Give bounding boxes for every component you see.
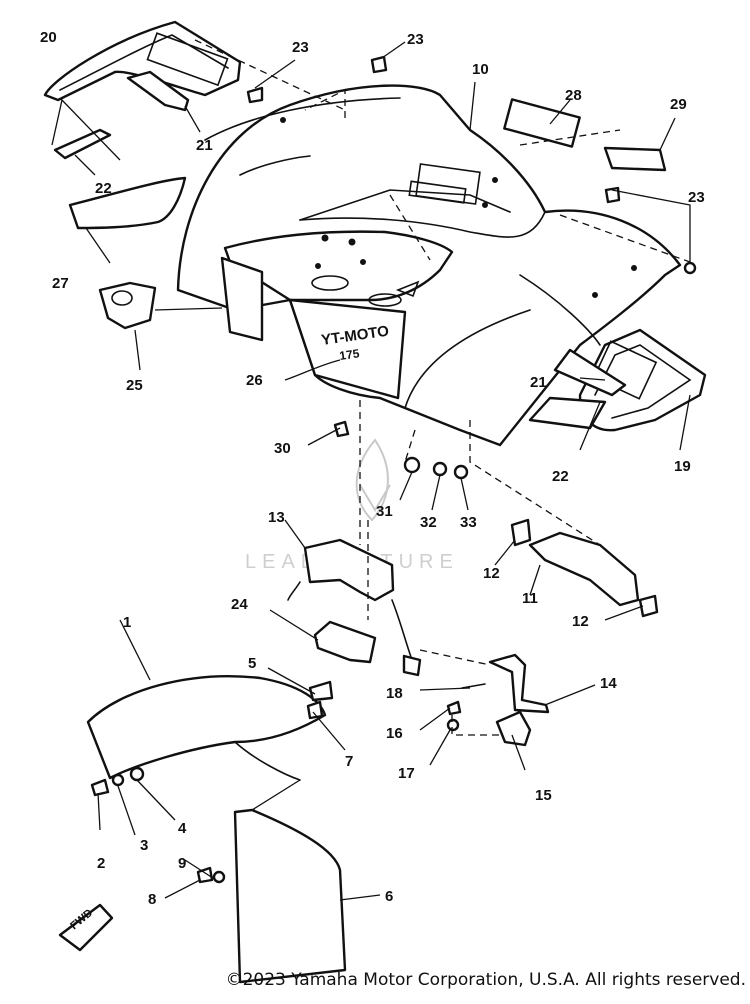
small-parts-30-33 bbox=[333, 420, 469, 480]
washer-3 bbox=[111, 773, 125, 787]
callout-8: 8 bbox=[148, 891, 156, 908]
callout-28: 28 bbox=[565, 87, 582, 104]
callout-13: 13 bbox=[268, 509, 285, 526]
front-mudguard-1 bbox=[86, 675, 327, 780]
callout-5: 5 bbox=[248, 655, 256, 672]
callout-16: 16 bbox=[386, 725, 403, 742]
screw-7 bbox=[306, 700, 324, 720]
callout-15: 15 bbox=[535, 787, 552, 804]
copyright-notice: ©2023 Yamaha Motor Corporation, U.S.A. A… bbox=[225, 970, 746, 990]
callout-22b: 22 bbox=[552, 468, 569, 485]
collar-12a bbox=[510, 518, 532, 547]
dashed-guides bbox=[194, 39, 691, 736]
callout-30: 30 bbox=[274, 440, 291, 457]
callout-10: 10 bbox=[472, 61, 489, 78]
callout-14: 14 bbox=[600, 675, 617, 692]
callout-9: 9 bbox=[178, 855, 186, 872]
mud-flap-6 bbox=[233, 808, 347, 984]
leader-lines bbox=[51, 41, 691, 901]
rear-fender bbox=[176, 84, 682, 447]
bracket-21-right bbox=[553, 348, 627, 397]
bracket-14 bbox=[488, 653, 550, 714]
stay-11 bbox=[528, 531, 640, 607]
bracket-21-left bbox=[126, 70, 190, 112]
callout-4: 4 bbox=[178, 820, 187, 837]
decal-28 bbox=[503, 98, 581, 148]
callout-18: 18 bbox=[386, 685, 403, 702]
callout-labels: 1 2 3 4 5 6 7 8 9 10 11 12 12 13 14 15 1… bbox=[40, 29, 705, 908]
callout-1: 1 bbox=[123, 614, 131, 631]
callout-22a: 22 bbox=[95, 180, 112, 197]
callout-31: 31 bbox=[376, 503, 393, 520]
callout-6: 6 bbox=[385, 888, 393, 905]
nut-5 bbox=[308, 680, 334, 702]
taillight-25 bbox=[98, 281, 157, 330]
callout-7: 7 bbox=[345, 753, 353, 770]
callout-2: 2 bbox=[97, 855, 105, 872]
fwd-arrow-icon: FWD bbox=[58, 903, 114, 952]
callout-24: 24 bbox=[231, 596, 248, 613]
reflector-15 bbox=[495, 710, 532, 747]
screws-23 bbox=[246, 55, 697, 275]
callout-21b: 21 bbox=[530, 374, 547, 391]
collar-12b bbox=[638, 594, 659, 618]
bolt-18 bbox=[461, 683, 486, 689]
grommet-4 bbox=[129, 766, 145, 782]
callout-32: 32 bbox=[420, 514, 437, 531]
washer-17 bbox=[446, 718, 460, 732]
callout-20: 20 bbox=[40, 29, 57, 46]
decal-27 bbox=[68, 176, 187, 230]
callout-3: 3 bbox=[140, 837, 148, 854]
bracket-13 bbox=[303, 538, 395, 602]
callout-19: 19 bbox=[674, 458, 691, 475]
cushion-24 bbox=[313, 620, 377, 664]
callout-11: 11 bbox=[522, 590, 538, 607]
decal-29 bbox=[603, 146, 667, 172]
fender-decal-sub: 175 bbox=[338, 346, 360, 363]
callout-17: 17 bbox=[398, 765, 415, 782]
callout-23b: 23 bbox=[407, 31, 424, 48]
callout-27: 27 bbox=[52, 275, 69, 292]
callout-23c: 23 bbox=[688, 189, 705, 206]
callout-21a: 21 bbox=[196, 137, 213, 154]
bolt-2 bbox=[90, 778, 110, 797]
callout-26: 26 bbox=[246, 372, 263, 389]
rear-panel-cover bbox=[220, 256, 264, 342]
plate-22-right bbox=[528, 396, 607, 430]
callout-12b: 12 bbox=[572, 613, 589, 630]
carrier-left bbox=[43, 20, 242, 102]
callout-23a: 23 bbox=[292, 39, 309, 56]
callout-12a: 12 bbox=[483, 565, 500, 582]
callout-25: 25 bbox=[126, 377, 143, 394]
nut-16 bbox=[446, 700, 462, 716]
bolt-8 bbox=[196, 866, 214, 884]
callout-33: 33 bbox=[460, 514, 477, 531]
plate-22-left bbox=[53, 128, 112, 160]
callout-29: 29 bbox=[670, 96, 687, 113]
mud-flap-rear: YT-MOTO 175 bbox=[288, 298, 407, 400]
